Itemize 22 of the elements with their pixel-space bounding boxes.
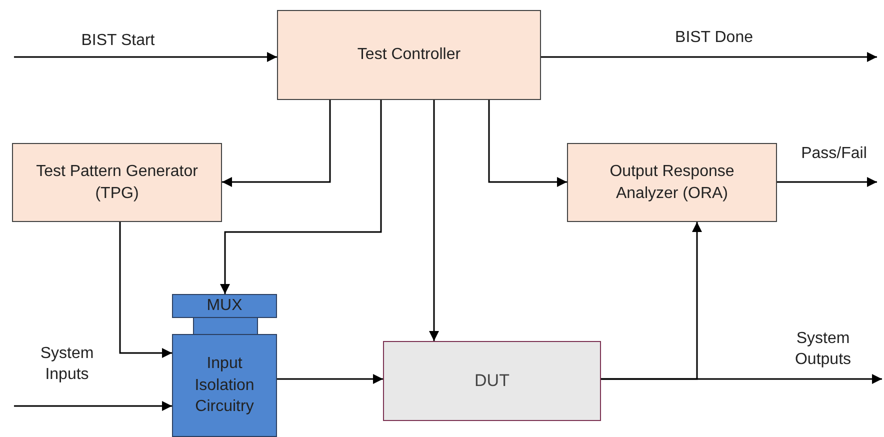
arrow bbox=[277, 374, 383, 384]
analyzer-box: Output Response Analyzer (ORA) bbox=[567, 143, 777, 222]
arrow bbox=[488, 100, 567, 187]
arrow bbox=[119, 222, 172, 358]
mux-box: MUX bbox=[172, 294, 277, 318]
arrow bbox=[777, 177, 877, 187]
arrow bbox=[429, 100, 439, 341]
generator-box: Test Pattern Generator (TPG) bbox=[12, 143, 222, 222]
arrow bbox=[14, 401, 172, 411]
dut-box: DUT bbox=[383, 341, 601, 421]
arrow bbox=[601, 222, 702, 380]
edge-label: System Inputs bbox=[39, 344, 95, 385]
arrow bbox=[222, 100, 331, 187]
controller-box: Test Controller bbox=[277, 10, 541, 100]
edge-label: BIST Start bbox=[81, 31, 155, 51]
isolation-box: Input Isolation Circuitry bbox=[172, 334, 277, 437]
arrow bbox=[14, 52, 277, 62]
arrow bbox=[541, 52, 877, 62]
edge-label: BIST Done bbox=[675, 28, 753, 48]
edge-label: System Outputs bbox=[794, 329, 852, 370]
edge-label: Pass/Fail bbox=[801, 144, 867, 164]
arrow bbox=[220, 100, 382, 294]
